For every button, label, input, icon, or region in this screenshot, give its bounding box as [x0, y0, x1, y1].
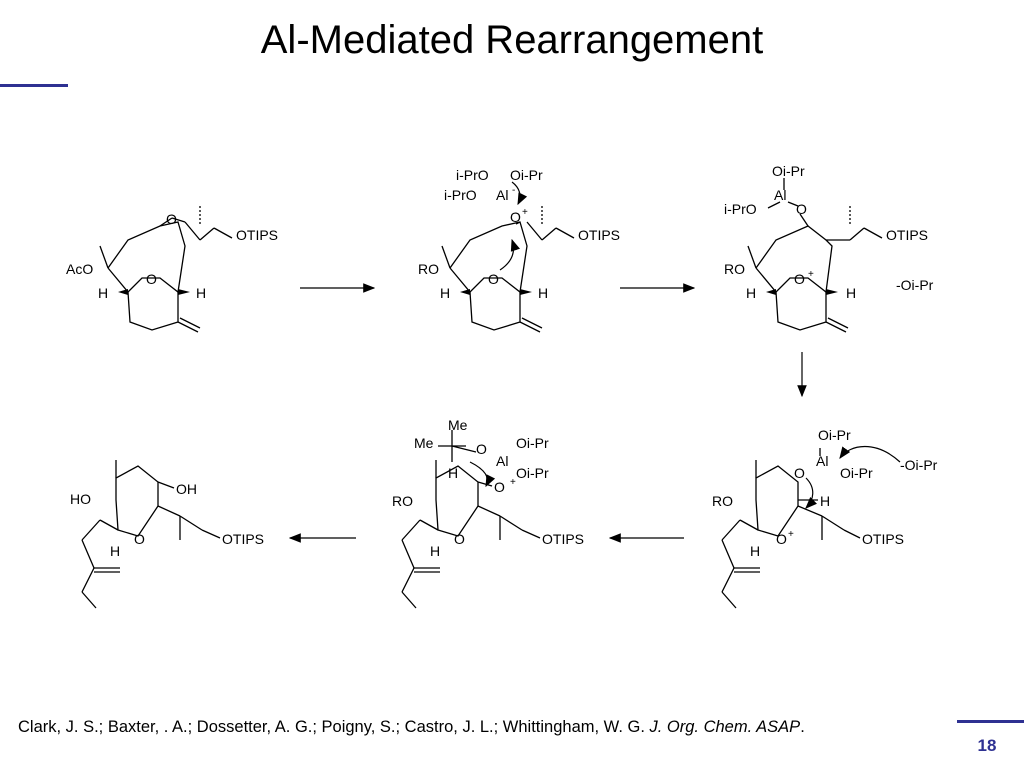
coordinated-oxygen: O: [510, 209, 521, 225]
isopropoxide-anion-3: -Oi-Pr: [896, 277, 934, 293]
compound-oxonium: Oi-Pr Al i-PrO O OTIPS RO O + H H -Oi-Pr: [724, 163, 934, 333]
oipr-top-4: Oi-Pr: [818, 427, 851, 443]
oipr-right-4: Oi-Pr: [840, 465, 873, 481]
otips-label: OTIPS: [236, 227, 278, 243]
al-oxygen-3: O: [796, 201, 807, 217]
carbonyl-oxygen-5: O: [494, 479, 505, 495]
oipr-upper: Oi-Pr: [510, 167, 543, 183]
ro-label-3: RO: [724, 261, 745, 277]
h-right-2: H: [538, 285, 548, 301]
otips-label-2: OTIPS: [578, 227, 620, 243]
ipro-lower: i-PrO: [444, 187, 477, 203]
transferring-hydride-5: H: [448, 465, 458, 481]
me-left-5: Me: [414, 435, 434, 451]
oipr-top-3: Oi-Pr: [772, 163, 805, 179]
migrating-hydride-4: H: [820, 493, 830, 509]
oxonium-charge: +: [522, 207, 528, 218]
aco-label: AcO: [66, 261, 93, 277]
ipro-label-3: i-PrO: [724, 201, 757, 217]
al-label-5: Al: [496, 453, 508, 469]
ring-oxygen-6: O: [134, 531, 145, 547]
oxonium-oxygen-4: O: [776, 531, 787, 547]
isopropoxy-oxygen-5: O: [476, 441, 487, 457]
me-top-5: Me: [448, 417, 468, 433]
oxonium-oxygen-3: O: [794, 271, 805, 287]
h-bottom-6: H: [110, 543, 120, 559]
compound-al-complex: i-PrO Oi-Pr i-PrO Al - O + OTIPS RO O H …: [418, 167, 620, 333]
ipro-upper: i-PrO: [456, 167, 489, 183]
ring-oxygen-5: O: [454, 531, 465, 547]
compound-product-diol: HO OH O OTIPS H: [70, 460, 264, 609]
oipr-top-5: Oi-Pr: [516, 435, 549, 451]
ro-label-4: RO: [712, 493, 733, 509]
citation-authors: Clark, J. S.; Baxter, . A.; Dossetter, A…: [18, 718, 650, 736]
isopropoxide-anion-4: -Oi-Pr: [900, 457, 938, 473]
bridge-oxygen: O: [146, 271, 157, 287]
h-bottom-4: H: [750, 543, 760, 559]
otips-label-3: OTIPS: [886, 227, 928, 243]
title-accent-rule: [0, 84, 68, 87]
oipr-right-5: Oi-Pr: [516, 465, 549, 481]
compound-hydride-shift: Oi-Pr Al O Oi-Pr -Oi-Pr H RO O + OTIPS H: [712, 427, 938, 609]
h-bottom-5: H: [430, 543, 440, 559]
h-left: H: [98, 285, 108, 301]
footer-accent-rule: [957, 720, 1024, 723]
compound-epoxide: O OTIPS AcO O H H: [66, 206, 278, 333]
h-left-3: H: [746, 285, 756, 301]
epoxide-oxygen: O: [166, 211, 177, 227]
al-charge: -: [512, 185, 515, 196]
otips-label-6: OTIPS: [222, 531, 264, 547]
ro-label-2: RO: [418, 261, 439, 277]
page-number: 18: [977, 736, 997, 755]
citation-end: .: [800, 718, 805, 736]
reaction-scheme: O OTIPS AcO O H H i-PrO Oi-Pr i-PrO Al -…: [66, 163, 938, 609]
slide-title: Al-Mediated Rearrangement: [260, 18, 764, 62]
otips-label-4: OTIPS: [862, 531, 904, 547]
ro-label-5: RO: [392, 493, 413, 509]
al-label-4: Al: [816, 453, 828, 469]
compound-mpv-transition: Me Me O Oi-Pr Al Oi-Pr H O + RO O OTIPS …: [392, 417, 584, 609]
h-left-2: H: [440, 285, 450, 301]
oxonium-charge-5: +: [510, 477, 516, 488]
al-oxygen-4: O: [794, 465, 805, 481]
al-label: Al: [496, 187, 508, 203]
oh-label-6: OH: [176, 481, 197, 497]
oxonium-charge-3: +: [808, 269, 814, 280]
al-label-3: Al: [774, 187, 786, 203]
h-right: H: [196, 285, 206, 301]
citation-journal: J. Org. Chem. ASAP: [649, 718, 801, 736]
h-right-3: H: [846, 285, 856, 301]
bridge-oxygen-2: O: [488, 271, 499, 287]
oxonium-charge-4: +: [788, 529, 794, 540]
ho-label-6: HO: [70, 491, 91, 507]
otips-label-5: OTIPS: [542, 531, 584, 547]
citation: Clark, J. S.; Baxter, . A.; Dossetter, A…: [18, 716, 918, 739]
